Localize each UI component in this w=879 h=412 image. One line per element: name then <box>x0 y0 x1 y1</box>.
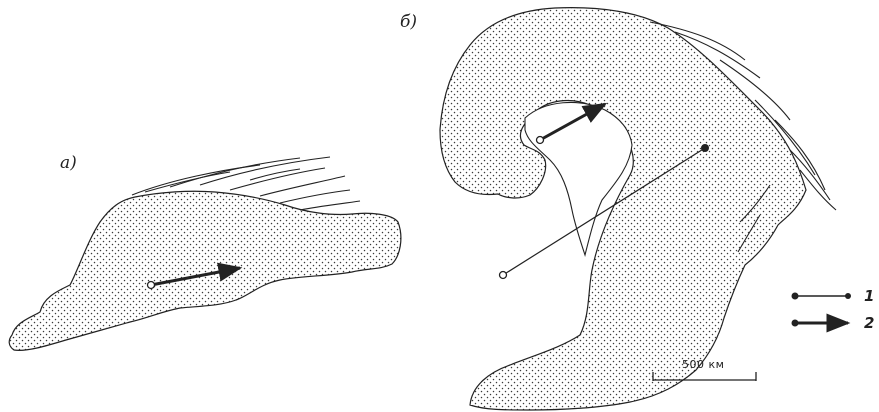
legend-label-2: 2 <box>864 314 874 332</box>
legend-label-1: 1 <box>864 287 874 305</box>
comma-cloud-b <box>440 8 806 410</box>
legend <box>792 293 852 327</box>
panel-label-a: а) <box>60 153 77 173</box>
scale-bar-label: 500 км <box>682 358 724 371</box>
panel-b-cloud <box>440 8 836 410</box>
cloud-band-a <box>9 191 401 350</box>
legend-symbol-1 <box>792 293 852 300</box>
panel-label-b: б) <box>400 12 417 32</box>
panel-a-cloud <box>9 157 401 350</box>
legend-symbol-2 <box>792 320 849 327</box>
